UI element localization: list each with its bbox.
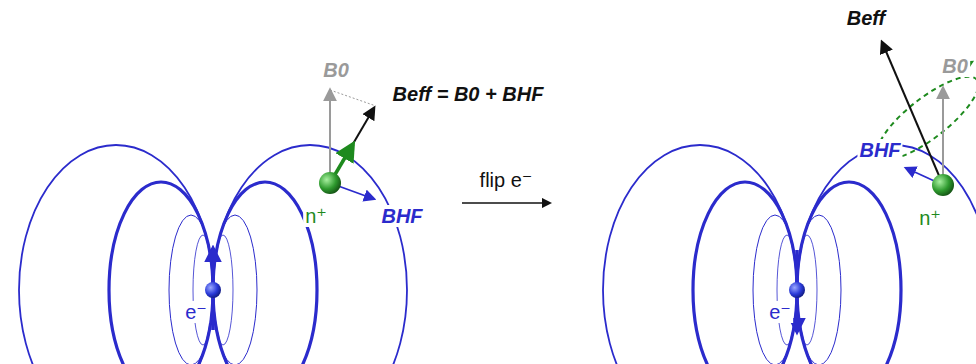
field-label: Beff [845, 7, 888, 29]
field-label: BHF [379, 205, 424, 227]
flip-label: flip e⁻ [478, 169, 535, 191]
dipole-field-lines [19, 145, 407, 364]
field-label: B0 [940, 55, 970, 77]
nucleus-label: n⁺ [917, 207, 943, 229]
flip-arrow [462, 202, 550, 204]
field-label: B0 [321, 59, 351, 81]
nucleus-label: n⁺ [303, 205, 329, 227]
field-label: BHF [857, 139, 902, 161]
field-equation: Beff = B0 + BHF [391, 83, 546, 105]
vector-diagram-before [319, 90, 376, 200]
dipole-field-lines [603, 145, 976, 364]
electron-label: e⁻ [183, 301, 209, 323]
vector-diagram-after [867, 42, 976, 196]
electron-label: e⁻ [767, 301, 793, 323]
